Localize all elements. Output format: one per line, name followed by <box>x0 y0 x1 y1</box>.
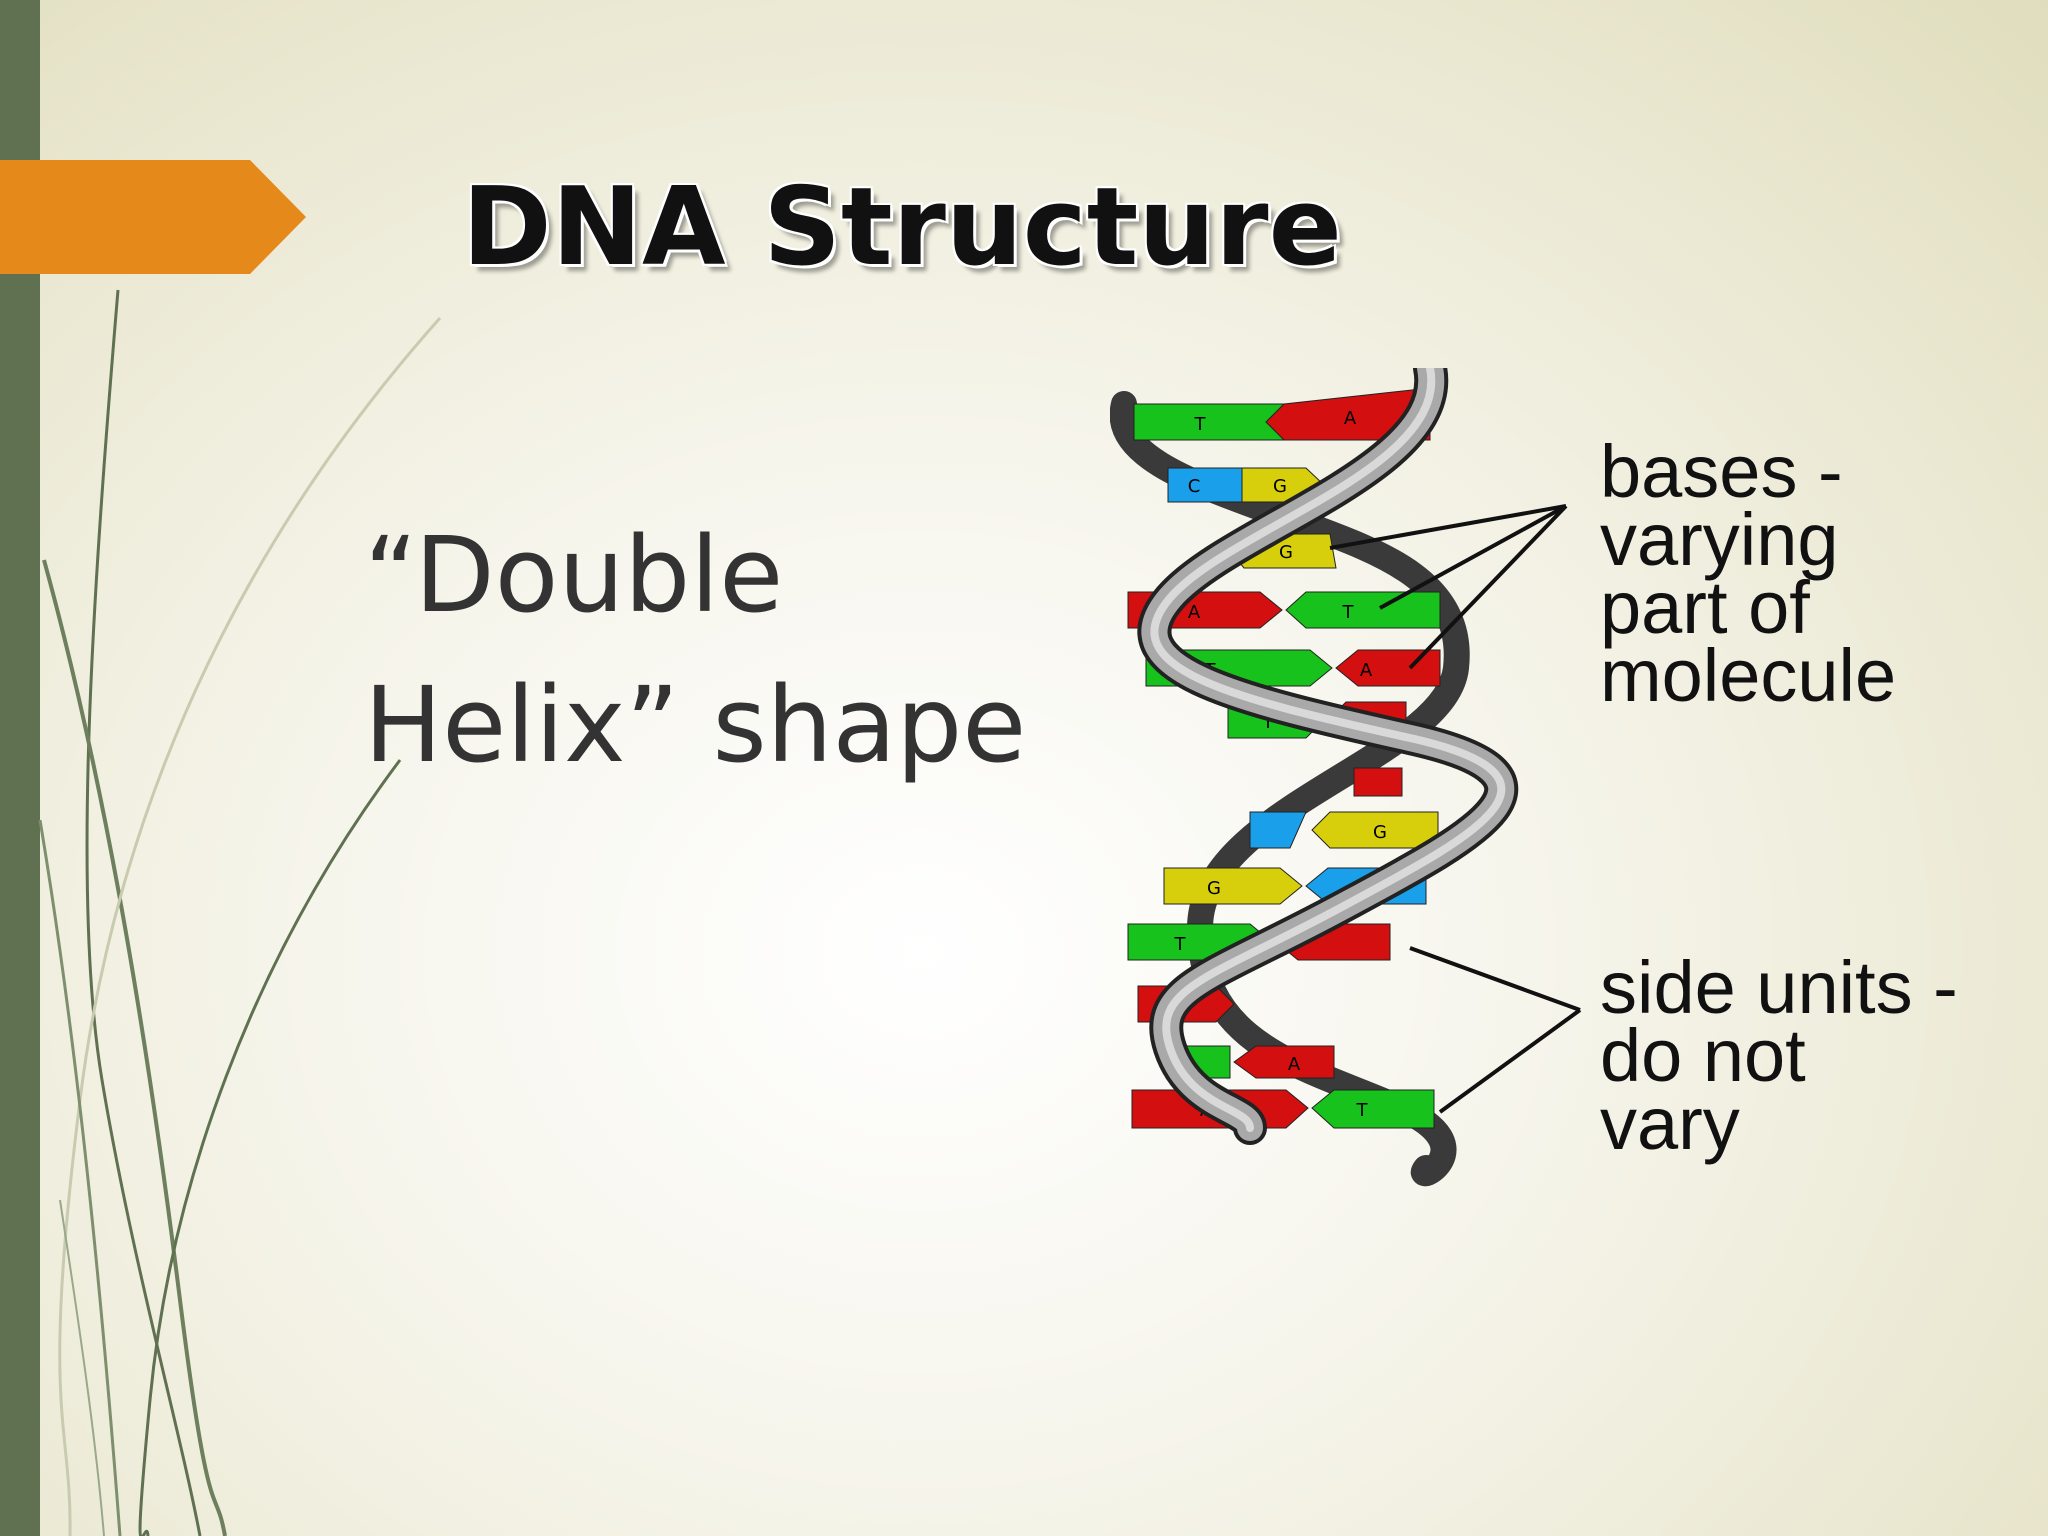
base-pair-row-7 <box>1353 767 1403 797</box>
base-pair-row-8: G <box>1249 811 1439 849</box>
side-units-label-line: side units - <box>1600 946 1958 1029</box>
base-letter: T <box>1342 602 1355 623</box>
bases-label-line: varying <box>1600 498 1839 581</box>
body-line-2: Helix” shape <box>364 664 1027 786</box>
side-units-label-line: vary <box>1600 1082 1740 1165</box>
dna-helix-diagram: T A C G G A T T A T A <box>1110 368 1582 1187</box>
base-letter: G <box>1373 822 1387 843</box>
bases-label-line: bases - <box>1600 430 1843 513</box>
base-letter: A <box>1288 1054 1301 1075</box>
base-letter: C <box>1188 476 1201 497</box>
slide-title: DNA Structure <box>462 165 1342 290</box>
base-letter: G <box>1273 476 1287 497</box>
base-letter: A <box>1360 660 1373 681</box>
body-line-1: “Double <box>364 514 784 636</box>
bases-pointer-lines <box>1329 504 1568 670</box>
base-pair-row-13: A T <box>1131 1089 1435 1129</box>
bases-label: bases - varying part of molecule <box>1600 430 1897 717</box>
base-pair-row-2: C G <box>1167 467 1325 503</box>
bases-label-line: part of <box>1600 566 1810 649</box>
side-units-label-line: do not <box>1600 1014 1806 1097</box>
base-letter: G <box>1279 542 1293 563</box>
side-units-pointer-lines <box>1409 946 1582 1114</box>
base-letter: G <box>1207 878 1221 899</box>
side-units-label: side units - do not vary <box>1600 946 1958 1165</box>
base-letter: A <box>1188 602 1201 623</box>
title-accent-arrow <box>0 160 306 274</box>
body-text: “Double Helix” shape <box>364 500 1124 800</box>
decorative-curves <box>38 289 442 1536</box>
base-letter: A <box>1344 408 1357 429</box>
base-pair-row-1: T A <box>1133 387 1431 441</box>
base-letter: T <box>1194 414 1207 435</box>
bases-label-line: molecule <box>1600 634 1897 717</box>
base-letter: T <box>1356 1100 1369 1121</box>
base-letter: T <box>1174 934 1187 955</box>
